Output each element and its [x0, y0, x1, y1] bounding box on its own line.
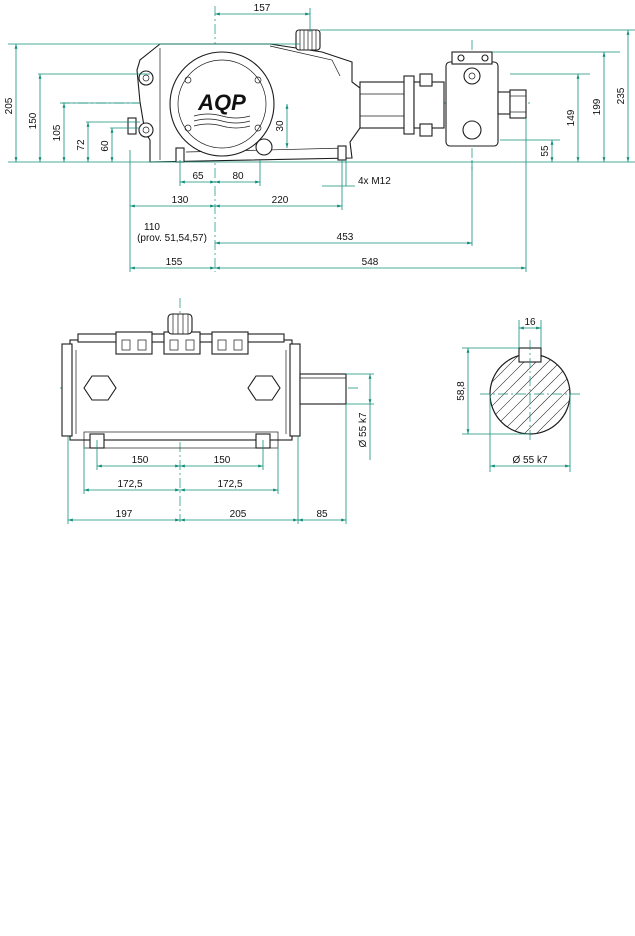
- dim-172-5-left: 172,5: [117, 479, 142, 490]
- bolt-note: 4x M12: [358, 176, 391, 187]
- dim-548: 548: [362, 257, 379, 268]
- dim-155: 155: [166, 257, 183, 268]
- dim-150-left: 150: [132, 455, 149, 466]
- dim-197: 197: [116, 509, 133, 520]
- dim-157: 157: [254, 3, 271, 14]
- dim-key-width: 16: [524, 317, 536, 328]
- dim-72: 72: [76, 139, 87, 151]
- cover-circle: [169, 51, 275, 157]
- dim-105: 105: [52, 124, 63, 141]
- dim-205-top: 205: [230, 509, 247, 520]
- dim-80: 80: [232, 171, 244, 182]
- dim-110: 110: [144, 222, 160, 233]
- dim-205: 205: [4, 97, 15, 114]
- dim-shaft-diameter: Ø 55 k7: [358, 412, 369, 447]
- dim-150-right: 150: [214, 455, 231, 466]
- dim-60: 60: [100, 140, 111, 152]
- dim-149: 149: [566, 109, 577, 126]
- dim-section-diameter: Ø 55 k7: [512, 455, 547, 466]
- dim-85: 85: [316, 509, 328, 520]
- dim-30: 30: [275, 120, 286, 132]
- logo-text: AQP: [197, 90, 246, 115]
- shaft: [299, 373, 347, 405]
- dim-key-height: 58,8: [456, 381, 467, 401]
- dim-199: 199: [592, 98, 603, 115]
- dim-55: 55: [540, 145, 551, 157]
- dim-235: 235: [616, 87, 627, 104]
- dim-150: 150: [28, 112, 39, 129]
- shaft-section: 16 58,8 Ø 55 k7: [456, 317, 580, 472]
- dim-prov-note: (prov. 51,54,57): [137, 233, 207, 244]
- dim-65: 65: [192, 171, 204, 182]
- dim-172-5-right: 172,5: [217, 479, 242, 490]
- dim-220: 220: [272, 195, 289, 206]
- dim-130: 130: [172, 195, 189, 206]
- dim-453: 453: [337, 232, 354, 243]
- top-view: 150 150 172,5 172,5 197 205 85 Ø 55 k7: [60, 298, 374, 524]
- side-view: AQP: [4, 3, 635, 272]
